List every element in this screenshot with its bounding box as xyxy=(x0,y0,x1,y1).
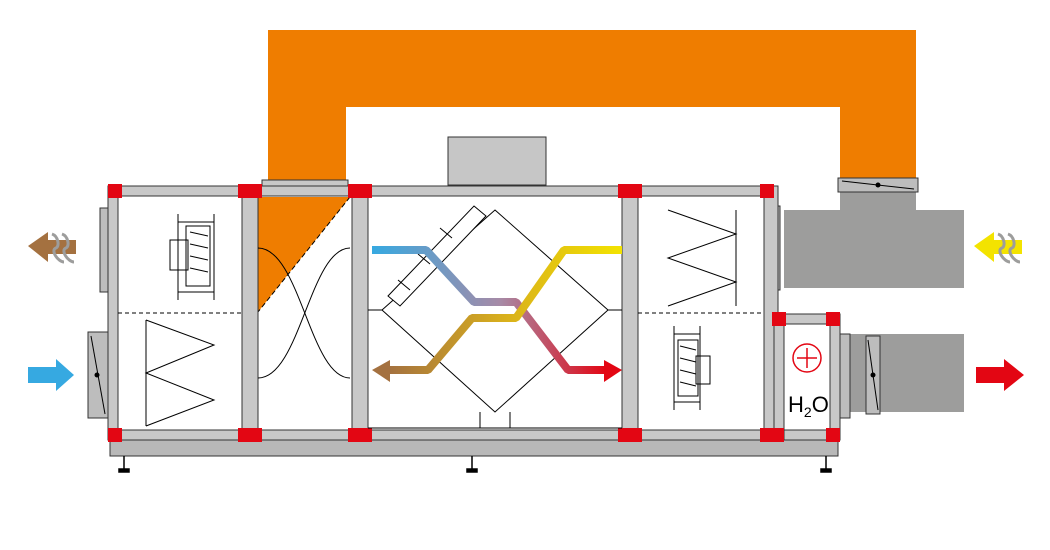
heat-recovery-exchanger xyxy=(368,205,622,429)
outdoor-air-damper xyxy=(87,331,109,419)
extract-air-arrow xyxy=(974,232,1022,264)
supply-fan xyxy=(673,326,711,410)
supply-air-filter xyxy=(144,319,216,427)
exhaust-air-arrow xyxy=(28,232,76,264)
supply-air-arrow xyxy=(976,359,1024,391)
supply-flow-arrowhead xyxy=(372,360,390,382)
recirculation-bypass-damper xyxy=(257,247,351,379)
extract-air-filter xyxy=(666,209,738,307)
supply-air-duct xyxy=(846,334,964,415)
outdoor-air-arrow xyxy=(28,359,74,391)
control-box xyxy=(447,136,547,186)
supply-outlet-flange xyxy=(839,333,851,419)
outdoor-to-supply-flow xyxy=(388,246,622,374)
water-coil-label: H2O xyxy=(788,392,829,420)
extract-air-duct xyxy=(784,190,964,288)
extract-to-exhaust-flow xyxy=(372,246,606,374)
casing-corners xyxy=(108,184,840,442)
recirculation-duct xyxy=(257,30,916,313)
extract-flow-arrowhead xyxy=(604,360,622,382)
unit-base xyxy=(109,439,839,473)
recirculation-damper xyxy=(837,177,919,193)
water-heating-coil: H2O xyxy=(788,343,829,420)
exhaust-fan xyxy=(169,214,215,300)
